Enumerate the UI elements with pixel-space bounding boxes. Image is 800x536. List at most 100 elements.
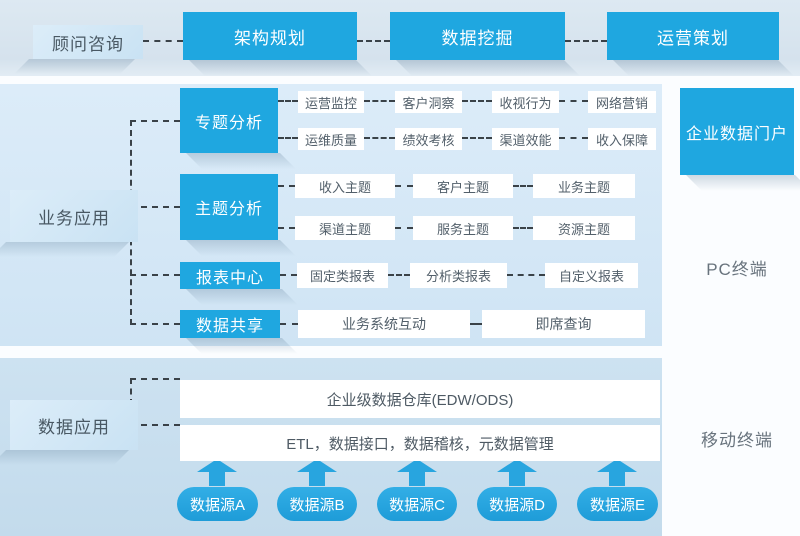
connector	[462, 137, 492, 139]
section-label-business-application: 业务应用	[10, 190, 138, 242]
etl-box: ETL，数据接口，数据稽核，元数据管理	[180, 425, 660, 461]
item-label: 渠道效能	[499, 132, 552, 148]
warehouse-label: 企业级数据仓库(EDW/ODS)	[326, 391, 514, 409]
connector-phase1-phase2	[357, 40, 390, 42]
datasource-box-c: 数据源C	[377, 487, 457, 521]
business-branch-1	[130, 120, 180, 122]
connector	[278, 100, 298, 102]
item-label: 运营监控	[304, 95, 357, 111]
item-box: 服务主题	[413, 216, 513, 240]
connector	[559, 137, 588, 139]
item-box: 收入保障	[588, 128, 656, 150]
item-box: 渠道主题	[295, 216, 395, 240]
category-box-special-analysis: 专题分析	[180, 88, 278, 153]
category-label: 专题分析	[194, 114, 263, 132]
datasource-label: 数据源E	[589, 496, 645, 514]
item-label: 资源主题	[557, 221, 610, 237]
item-label: 运维质量	[304, 132, 357, 148]
item-label: 自定义报表	[558, 269, 624, 284]
connector-consulting-phase1	[143, 40, 183, 42]
warehouse-box: 企业级数据仓库(EDW/ODS)	[180, 380, 660, 418]
connector	[278, 227, 295, 229]
connector	[280, 274, 297, 276]
data-branch-2	[130, 424, 180, 426]
connector	[507, 274, 545, 276]
item-label: 客户主题	[436, 179, 489, 195]
category-box-theme-analysis: 主题分析	[180, 174, 278, 240]
connector	[364, 100, 395, 102]
connector	[513, 185, 533, 187]
portal-box-enterprise-data-portal: 企业数据门户	[680, 88, 794, 175]
consulting-label-text: 顾问咨询	[52, 34, 124, 54]
connector	[559, 100, 588, 102]
item-box: 即席查询	[482, 310, 645, 338]
item-box: 网络营销	[588, 91, 656, 113]
item-box: 客户主题	[413, 174, 513, 198]
item-box: 运营监控	[298, 91, 364, 113]
connector-phase2-phase3	[565, 40, 607, 42]
connector	[278, 137, 298, 139]
datasource-box-b: 数据源B	[277, 487, 357, 521]
phase-box-data-mining: 数据挖掘	[390, 12, 565, 60]
terminal-label-pc: PC终端	[672, 255, 800, 279]
business-branch-3	[130, 274, 180, 276]
item-label: 网络营销	[595, 95, 648, 111]
connector	[388, 274, 410, 276]
datasource-box-a: 数据源A	[177, 487, 258, 521]
connector	[364, 137, 395, 139]
datasource-box-e: 数据源E	[577, 487, 658, 521]
terminal-label-mobile: 移动终端	[672, 426, 800, 450]
phase-label: 架构规划	[234, 28, 306, 48]
item-label: 即席查询	[535, 316, 592, 332]
item-label: 渠道主题	[318, 221, 371, 237]
item-box: 自定义报表	[545, 263, 638, 288]
category-box-data-sharing: 数据共享	[180, 310, 280, 338]
terminal-text: PC终端	[706, 259, 768, 279]
connector	[395, 185, 413, 187]
datasource-label: 数据源C	[389, 496, 445, 514]
business-branch-4	[130, 323, 180, 325]
item-box: 固定类报表	[297, 263, 388, 288]
item-label: 业务系统互动	[342, 316, 426, 332]
item-box: 分析类报表	[410, 263, 507, 288]
item-label: 收入主题	[318, 179, 371, 195]
business-branch-2	[130, 206, 180, 208]
phase-box-architecture-planning: 架构规划	[183, 12, 357, 60]
item-label: 客户洞察	[402, 95, 455, 111]
item-label: 业务主题	[557, 179, 610, 195]
data-branch-1	[130, 378, 180, 380]
datasource-box-d: 数据源D	[477, 487, 557, 521]
section-label-text: 业务应用	[38, 208, 110, 228]
item-label: 绩效考核	[402, 132, 455, 148]
item-box: 渠道效能	[492, 128, 559, 150]
section-label-text: 数据应用	[38, 417, 110, 437]
item-box: 客户洞察	[395, 91, 462, 113]
phase-label: 数据挖掘	[441, 28, 514, 48]
item-label: 分析类报表	[425, 269, 491, 284]
connector	[395, 227, 413, 229]
item-label: 收入保障	[595, 132, 648, 148]
connector	[513, 227, 533, 229]
connector	[462, 100, 492, 102]
connector	[470, 323, 482, 325]
datasource-label: 数据源D	[489, 496, 545, 514]
item-box: 业务主题	[533, 174, 635, 198]
category-label: 报表中心	[195, 269, 264, 287]
item-box: 运维质量	[298, 128, 364, 150]
item-box: 收入主题	[295, 174, 395, 198]
item-box: 业务系统互动	[298, 310, 470, 338]
terminal-text: 移动终端	[701, 430, 773, 450]
category-label: 数据共享	[195, 318, 264, 335]
connector	[280, 323, 298, 325]
item-box: 资源主题	[533, 216, 635, 240]
item-box: 收视行为	[492, 91, 559, 113]
phase-label: 运营策划	[657, 28, 729, 48]
phase-box-operation-strategy: 运营策划	[607, 12, 779, 60]
item-label: 固定类报表	[309, 269, 375, 284]
datasource-label: 数据源B	[289, 496, 345, 514]
portal-label: 企业数据门户	[685, 125, 788, 143]
item-label: 服务主题	[436, 221, 489, 237]
section-label-data-application: 数据应用	[10, 400, 138, 450]
item-box: 绩效考核	[395, 128, 462, 150]
